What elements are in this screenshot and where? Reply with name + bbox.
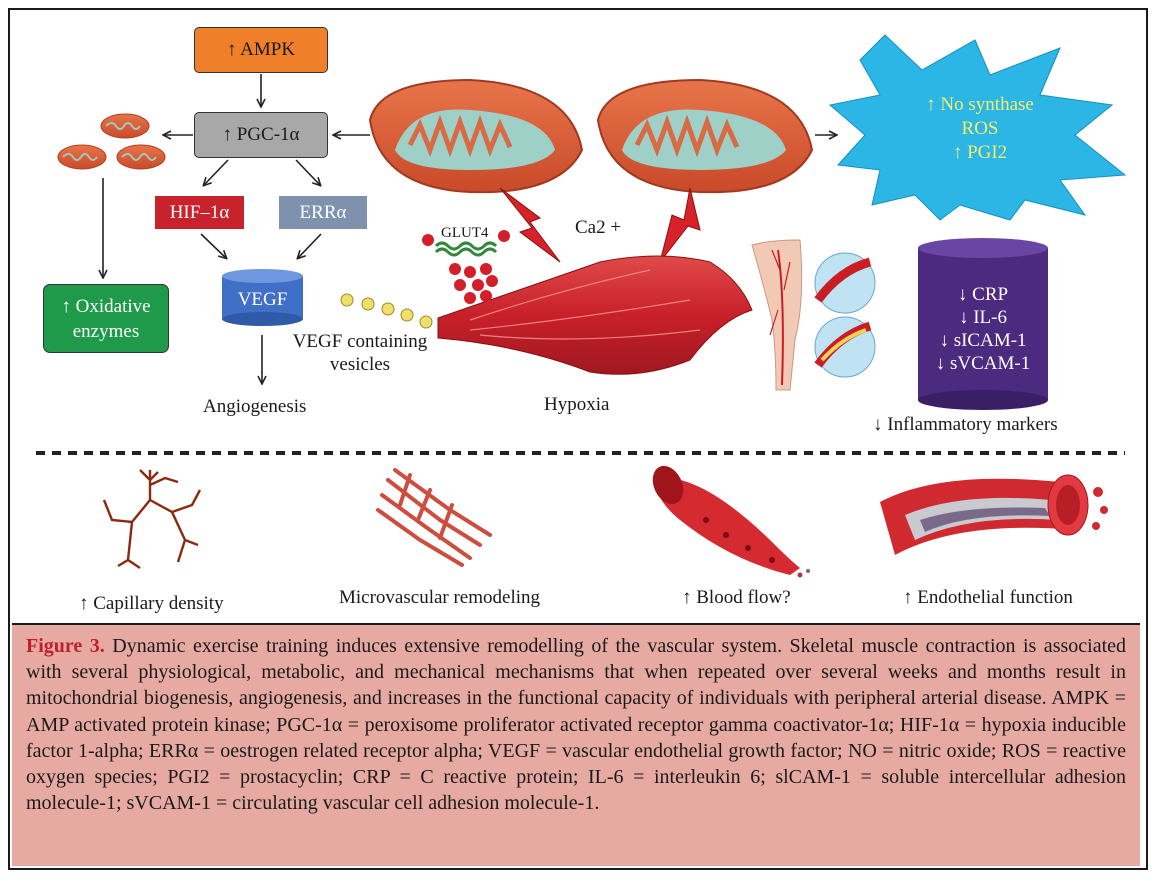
cylinder-text-block: ↓ CRP ↓ IL-6 ↓ sICAM-1 ↓ sVCAM-1: [918, 283, 1048, 375]
err-label: ERRα: [299, 201, 347, 223]
caption-label: Figure 3.: [26, 635, 105, 657]
cylinder-line-1: ↓ CRP: [957, 284, 1009, 305]
endothelial-label: ↑ Endothelial function: [903, 587, 1073, 608]
oxidative-box: ↑ Oxidative enzymes: [43, 284, 169, 353]
ca2-label: Ca2 +: [575, 217, 622, 238]
legs-arteries-icon: [751, 239, 876, 391]
vegf-vesicles-icon: [340, 293, 433, 329]
hif-label: HIF–1α: [169, 201, 230, 223]
capillary-tree-icon: [102, 469, 202, 569]
inflammatory-cylinder-shape: [918, 238, 1048, 410]
lightning-right-icon: [659, 187, 701, 263]
glut4-label: GLUT4: [441, 225, 489, 241]
err-box: ERRα: [279, 196, 367, 229]
cylinder-line-3: ↓ sICAM-1: [939, 330, 1027, 351]
pgc-label: ↑ PGC-1α: [222, 124, 300, 145]
arrow-pgc-hif: [204, 159, 229, 185]
arrow-pgc-err: [295, 159, 320, 185]
star-line-2: ROS: [961, 118, 999, 139]
mitochondrion-left-icon: [368, 78, 584, 194]
inflammatory-label: ↓ Inflammatory markers: [873, 414, 1058, 435]
blood-vessel-icon: [652, 465, 810, 578]
arrow-hif-vegf: [200, 233, 226, 258]
small-mitochondria-icon: [57, 113, 166, 170]
muscle-icon: [437, 255, 753, 375]
artery-layers-icon: [880, 474, 1108, 555]
pgc-box: ↑ PGC-1α: [194, 112, 328, 158]
hif-box: HIF–1α: [155, 196, 244, 229]
arrow-err-vegf: [298, 233, 322, 258]
mitochondrion-right-icon: [596, 78, 814, 194]
angiogenesis-label: Angiogenesis: [203, 396, 307, 417]
star-burst-shape: [828, 34, 1127, 221]
vegf-label-box: VEGF: [222, 284, 303, 316]
cylinder-line-2: ↓ IL-6: [958, 307, 1007, 328]
cylinder-line-4: ↓ sVCAM-1: [935, 353, 1031, 374]
vegf-cylinder-shape: [222, 269, 303, 326]
vegf-vesicles-label: VEGF containing vesicles: [292, 331, 428, 375]
bloodflow-label: ↑ Blood flow?: [682, 587, 791, 608]
oxidative-label: ↑ Oxidative enzymes: [61, 295, 151, 342]
star-line-3: ↑ PGI2: [952, 142, 1008, 163]
glut4-icon: [422, 230, 510, 304]
microvascular-network-icon: [376, 468, 492, 567]
figure-caption: Figure 3. Dynamic exercise training indu…: [12, 623, 1140, 866]
microvascular-label: Microvascular remodeling: [339, 587, 541, 608]
vegf-label: VEGF: [237, 289, 288, 310]
lightning-left-icon: [499, 187, 561, 263]
caption-text: Dynamic exercise training induces extens…: [26, 635, 1126, 815]
ampk-label: ↑ AMPK: [226, 39, 296, 60]
star-text-block: ↑ No synthase ROS ↑ PGI2: [900, 93, 1060, 165]
capillary-label: ↑ Capillary density: [79, 593, 224, 614]
star-line-1: ↑ No synthase: [926, 94, 1034, 115]
ampk-box: ↑ AMPK: [194, 27, 328, 73]
hypoxia-label: Hypoxia: [544, 394, 610, 415]
